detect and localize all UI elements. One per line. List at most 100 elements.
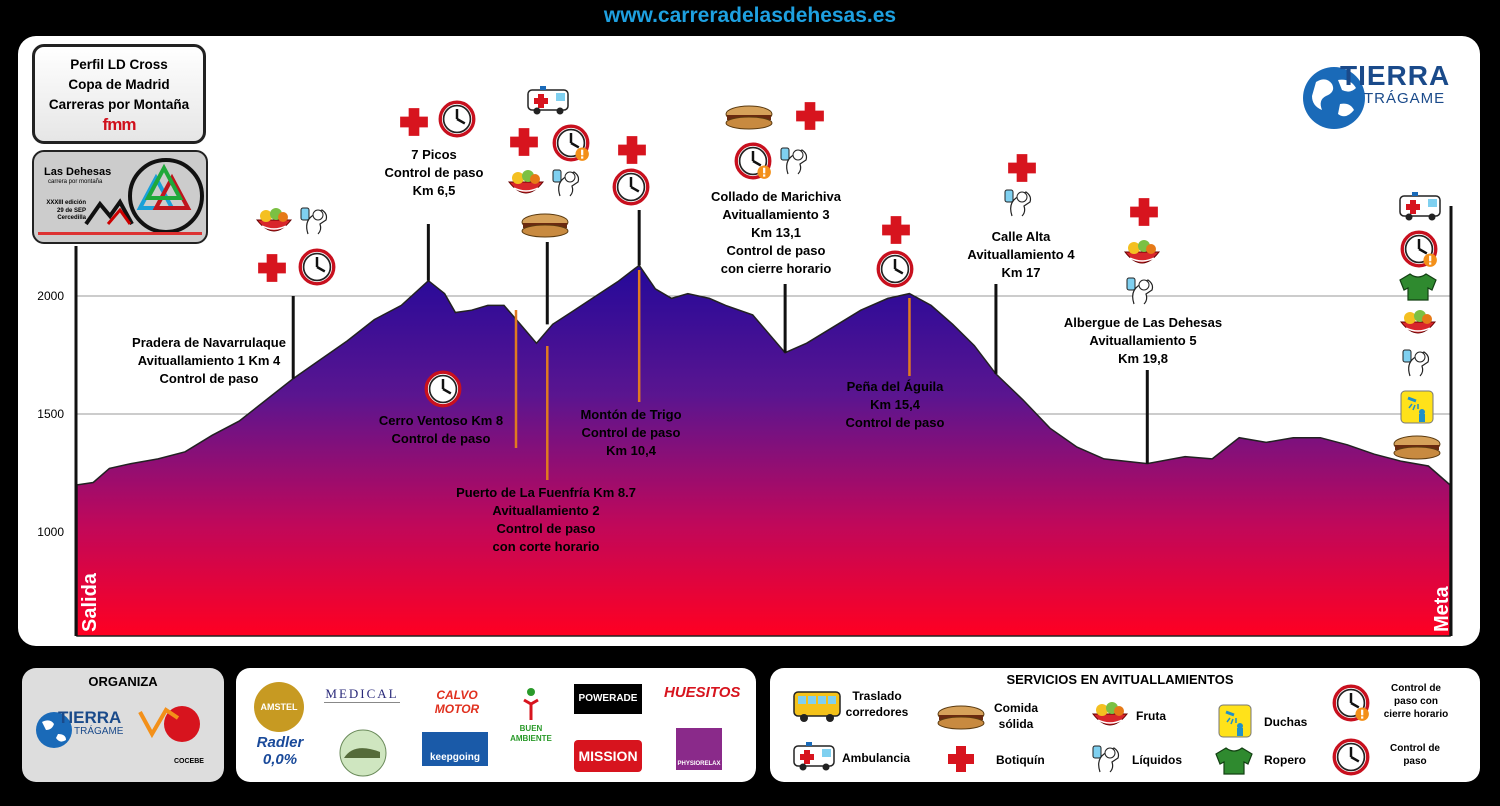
organizer-panel: ORGANIZA TIERRA TRÁGAME COCEBE bbox=[22, 668, 224, 782]
event-subtitle: carrera por montaña bbox=[48, 179, 103, 185]
fruit-icon bbox=[1398, 306, 1438, 340]
sponsors-panel: AMSTEL MEDICAL CALVO MOTOR BUEN AMBIENTE… bbox=[236, 668, 756, 782]
sponsor-radler[interactable]: Radler 0,0% bbox=[256, 734, 304, 768]
first-aid-icon bbox=[1128, 196, 1160, 228]
legend-wardrobe-label: Ropero bbox=[1264, 753, 1306, 767]
sweater-icon bbox=[1398, 270, 1438, 302]
drink-icon bbox=[550, 166, 586, 200]
shower-icon bbox=[1400, 390, 1434, 424]
legend-drinks-label: Líquidos bbox=[1132, 753, 1182, 767]
drink-icon bbox=[778, 144, 814, 178]
shower-icon bbox=[1218, 704, 1252, 738]
event-logo-box: Las Dehesas carrera por montaña XXXIII e… bbox=[32, 150, 208, 244]
first-aid-icon bbox=[880, 214, 912, 246]
brand-name: TIERRA bbox=[1340, 60, 1451, 91]
sandwich-icon bbox=[520, 212, 570, 238]
drink-icon bbox=[1090, 742, 1126, 776]
title-line3: Carreras por Montaña bbox=[48, 97, 190, 112]
sandwich-icon bbox=[936, 704, 986, 730]
sponsor-mission[interactable]: MISSION bbox=[574, 740, 642, 772]
first-aid-icon bbox=[256, 252, 288, 284]
org-brand-name: TIERRA bbox=[58, 708, 122, 727]
cocebe-logo-icon[interactable] bbox=[136, 698, 206, 754]
site-url[interactable]: www.carreradelasdehesas.es bbox=[603, 4, 897, 27]
finish-label: Meta bbox=[1431, 586, 1453, 632]
legend-first-aid-label: Botiquín bbox=[996, 753, 1045, 767]
event-emblem-icon bbox=[128, 158, 204, 234]
first-aid-icon bbox=[398, 106, 430, 138]
fruit-icon bbox=[1090, 698, 1130, 732]
globe-icon bbox=[1303, 67, 1365, 129]
profile-title-box: Perfil LD Cross Copa de Madrid Carreras … bbox=[32, 44, 206, 144]
clock-cutoff-icon bbox=[734, 142, 772, 180]
first-aid-icon bbox=[946, 744, 976, 774]
brand-subname: TRÁGAME bbox=[1364, 90, 1446, 107]
eco-figure-icon bbox=[523, 688, 539, 720]
event-edition: XXXIII edición bbox=[46, 200, 86, 206]
sponsor-keepgoing[interactable]: keepgoing bbox=[422, 732, 488, 766]
first-aid-icon bbox=[1006, 152, 1038, 184]
start-label: Salida bbox=[79, 572, 101, 632]
drink-icon bbox=[298, 204, 334, 238]
y-tick-label: 1500 bbox=[37, 407, 64, 421]
event-name: Las Dehesas bbox=[44, 166, 112, 178]
globe-icon bbox=[36, 712, 72, 748]
clock-cutoff-icon bbox=[552, 124, 590, 162]
shoe-sponsor-icon[interactable] bbox=[332, 728, 394, 778]
services-title: SERVICIOS EN AVITUALLAMIENTOS bbox=[1006, 672, 1234, 687]
clock-icon bbox=[1332, 738, 1370, 776]
elevation-area bbox=[76, 264, 1451, 637]
mountain-mark-icon bbox=[84, 198, 134, 226]
clock-icon bbox=[424, 370, 462, 408]
clock-icon bbox=[298, 248, 336, 286]
sandwich-icon bbox=[724, 104, 774, 130]
bus-icon bbox=[792, 688, 842, 724]
sponsor-buen-ambiente[interactable]: BUEN AMBIENTE bbox=[510, 724, 552, 743]
legend-fruit-label: Fruta bbox=[1136, 709, 1166, 723]
first-aid-icon bbox=[508, 126, 540, 158]
clock-cutoff-icon bbox=[1400, 230, 1438, 268]
drink-icon bbox=[1002, 186, 1038, 220]
sandwich-icon bbox=[1392, 434, 1442, 460]
sponsor-powerade[interactable]: POWERADE bbox=[574, 684, 642, 714]
sponsor-physiorelax[interactable]: PHYSIORELAX bbox=[676, 728, 722, 770]
legend-ambulance-label: Ambulancia bbox=[842, 751, 911, 765]
event-edition-block: XXXIII edición 29 de SEP Cercedilla bbox=[40, 200, 86, 223]
event-divider bbox=[38, 232, 202, 235]
ambulance-icon bbox=[526, 84, 570, 116]
sponsor-medical[interactable]: MEDICAL bbox=[324, 686, 400, 703]
title-line1: Perfil LD Cross bbox=[70, 57, 168, 72]
y-tick-label: 1000 bbox=[37, 525, 64, 539]
organiza-title: ORGANIZA bbox=[88, 674, 158, 689]
ambulance-icon bbox=[792, 740, 836, 772]
event-place: Cercedilla bbox=[57, 215, 86, 221]
first-aid-icon bbox=[794, 100, 826, 132]
org-brand-subname: TRÁGAME bbox=[74, 726, 124, 737]
fruit-icon bbox=[1122, 236, 1162, 270]
clock-icon bbox=[612, 168, 650, 206]
sponsor-amstel[interactable]: AMSTEL bbox=[254, 682, 304, 732]
legend-shower-label: Duchas bbox=[1264, 715, 1308, 729]
title-line2: Copa de Madrid bbox=[68, 77, 170, 92]
sponsor-calvo-motor[interactable]: CALVO MOTOR bbox=[434, 688, 480, 716]
drink-icon bbox=[1400, 346, 1436, 380]
event-date: 29 de SEP bbox=[56, 207, 86, 214]
tierra-tragame-logo[interactable]: TIERRA TRÁGAME bbox=[1302, 60, 1462, 130]
sponsor-huesitos[interactable]: HUESITOS bbox=[664, 684, 741, 701]
sweater-icon bbox=[1214, 744, 1254, 776]
y-tick-label: 2000 bbox=[37, 289, 64, 303]
clock-icon bbox=[876, 250, 914, 288]
